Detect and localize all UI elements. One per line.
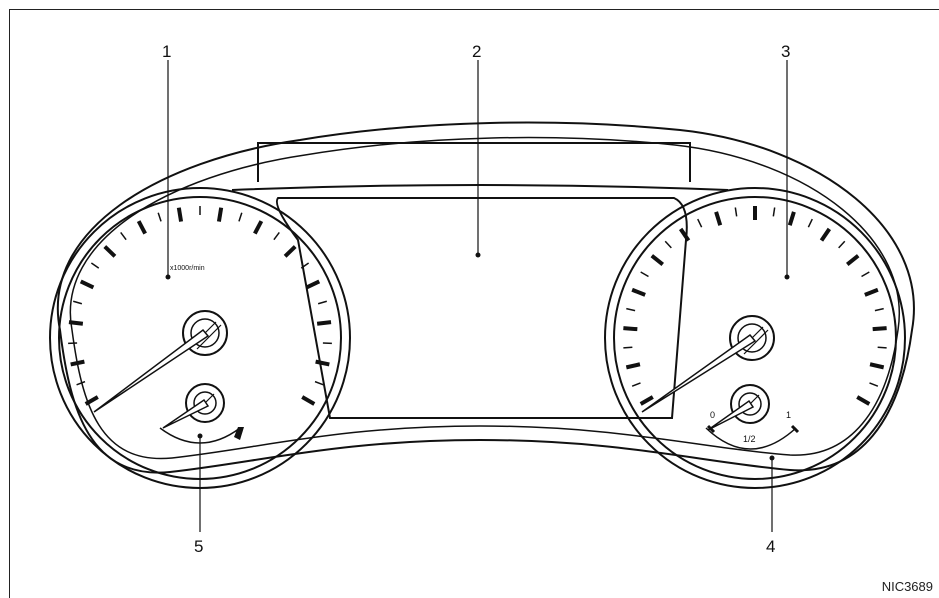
callout-2: 2 xyxy=(472,42,481,61)
tick-mark xyxy=(856,395,871,406)
tick-mark xyxy=(631,287,646,297)
tick-mark xyxy=(157,212,162,222)
tick-mark xyxy=(734,207,738,217)
tachometer-unit-label: x1000r/min xyxy=(170,265,205,272)
tick-mark xyxy=(315,359,330,367)
tachometer-tick-marks xyxy=(68,206,332,406)
tick-mark xyxy=(846,254,860,266)
tick-mark xyxy=(216,207,224,222)
tick-mark xyxy=(70,359,85,367)
cluster-housing-outer xyxy=(57,121,915,474)
tick-mark xyxy=(787,211,796,226)
callout-3: 3 xyxy=(781,42,790,61)
tachometer-needle xyxy=(93,328,210,413)
tick-mark xyxy=(697,218,703,228)
tick-mark xyxy=(176,207,184,222)
tick-mark xyxy=(314,380,324,386)
fuel-gauge-needle xyxy=(707,399,755,431)
tick-mark xyxy=(317,300,327,305)
tick-mark xyxy=(772,207,776,217)
tachometer-dial: x1000r/min xyxy=(49,187,351,489)
sub-needle-left xyxy=(162,398,210,429)
tick-mark xyxy=(283,245,297,258)
speedometer-needle xyxy=(641,333,757,413)
fuel-gauge-empty-label: 0 xyxy=(710,410,715,420)
fuel-gauge-arc xyxy=(705,427,797,450)
tick-mark xyxy=(874,307,884,312)
tick-mark xyxy=(103,245,117,258)
callout-5: 5 xyxy=(194,537,203,556)
visor-ledge xyxy=(231,184,729,191)
tick-mark xyxy=(819,227,832,242)
tick-mark xyxy=(640,271,649,278)
figure-frame xyxy=(9,9,939,598)
speedometer-tick-marks xyxy=(623,206,887,406)
tick-mark xyxy=(623,326,638,332)
tick-mark xyxy=(869,362,885,370)
tick-mark xyxy=(90,262,100,269)
tick-mark xyxy=(76,380,86,386)
tick-mark xyxy=(861,271,870,278)
callout-4: 4 xyxy=(766,537,775,556)
tick-mark xyxy=(714,211,723,226)
tick-mark xyxy=(626,307,636,312)
top-visor xyxy=(257,142,691,182)
tick-mark xyxy=(238,212,243,222)
speedometer-dial: 0 1/2 1 xyxy=(604,187,906,489)
tick-mark xyxy=(838,240,846,249)
tick-mark xyxy=(136,220,147,235)
fuel-gauge-half-label: 1/2 xyxy=(743,434,756,444)
tick-mark xyxy=(273,232,280,241)
tick-mark xyxy=(316,320,332,326)
figure-code: NIC3689 xyxy=(881,579,933,594)
tick-mark xyxy=(305,279,321,290)
tick-mark xyxy=(623,346,633,349)
tick-mark xyxy=(631,382,641,387)
tick-mark xyxy=(625,362,641,370)
tick-mark xyxy=(301,395,316,406)
tick-mark xyxy=(300,262,310,269)
tick-mark xyxy=(639,395,654,406)
tick-mark xyxy=(84,395,99,406)
tick-mark xyxy=(864,287,879,297)
tick-mark xyxy=(869,382,879,387)
tick-mark xyxy=(79,279,95,290)
tick-mark xyxy=(877,346,887,349)
tick-mark xyxy=(68,320,84,326)
tick-mark xyxy=(872,326,887,332)
center-display xyxy=(276,197,688,419)
tick-mark xyxy=(120,232,127,241)
fuel-gauge-full-label: 1 xyxy=(786,410,791,420)
tick-mark xyxy=(253,220,264,235)
tick-mark xyxy=(664,240,672,249)
cluster-housing-inner xyxy=(69,136,901,460)
tick-mark xyxy=(650,254,664,266)
tick-mark xyxy=(73,300,83,305)
callout-1: 1 xyxy=(162,42,171,61)
tick-mark xyxy=(807,218,813,228)
tick-mark xyxy=(678,227,691,242)
